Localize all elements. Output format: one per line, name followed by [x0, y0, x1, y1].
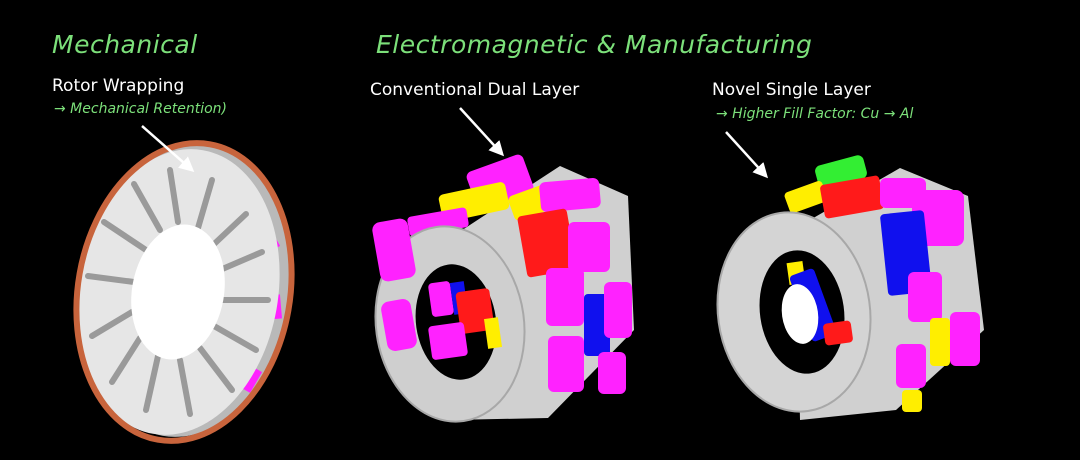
rotor-wrapping-illustration: [73, 140, 295, 444]
single-layer-machine-illustration: [716, 155, 984, 420]
arrow-rotor-wrapping: [141, 125, 195, 172]
label-novel-single-layer: Novel Single Layer: [712, 80, 871, 100]
dual-layer-coils: [407, 154, 632, 394]
dual-layer-machine-illustration: [372, 154, 634, 423]
dual-layer-inner-coils: [428, 281, 503, 360]
arrow-dual-layer: [459, 107, 505, 157]
note-higher-fill-factor: → Higher Fill Factor: Cu → Al: [716, 106, 914, 122]
rotor-spokes: [85, 167, 271, 417]
heading-electromagnetic-manufacturing: Electromagnetic & Manufacturing: [376, 30, 813, 59]
note-mechanical-retention: → Mechanical Retention): [54, 101, 227, 117]
heading-mechanical: Mechanical: [52, 30, 198, 59]
single-layer-inner-coils: [781, 260, 853, 346]
single-layer-coils: [784, 155, 980, 412]
label-rotor-wrapping: Rotor Wrapping: [52, 76, 185, 96]
label-conventional-dual-layer: Conventional Dual Layer: [370, 80, 580, 100]
arrow-single-layer: [725, 131, 769, 179]
